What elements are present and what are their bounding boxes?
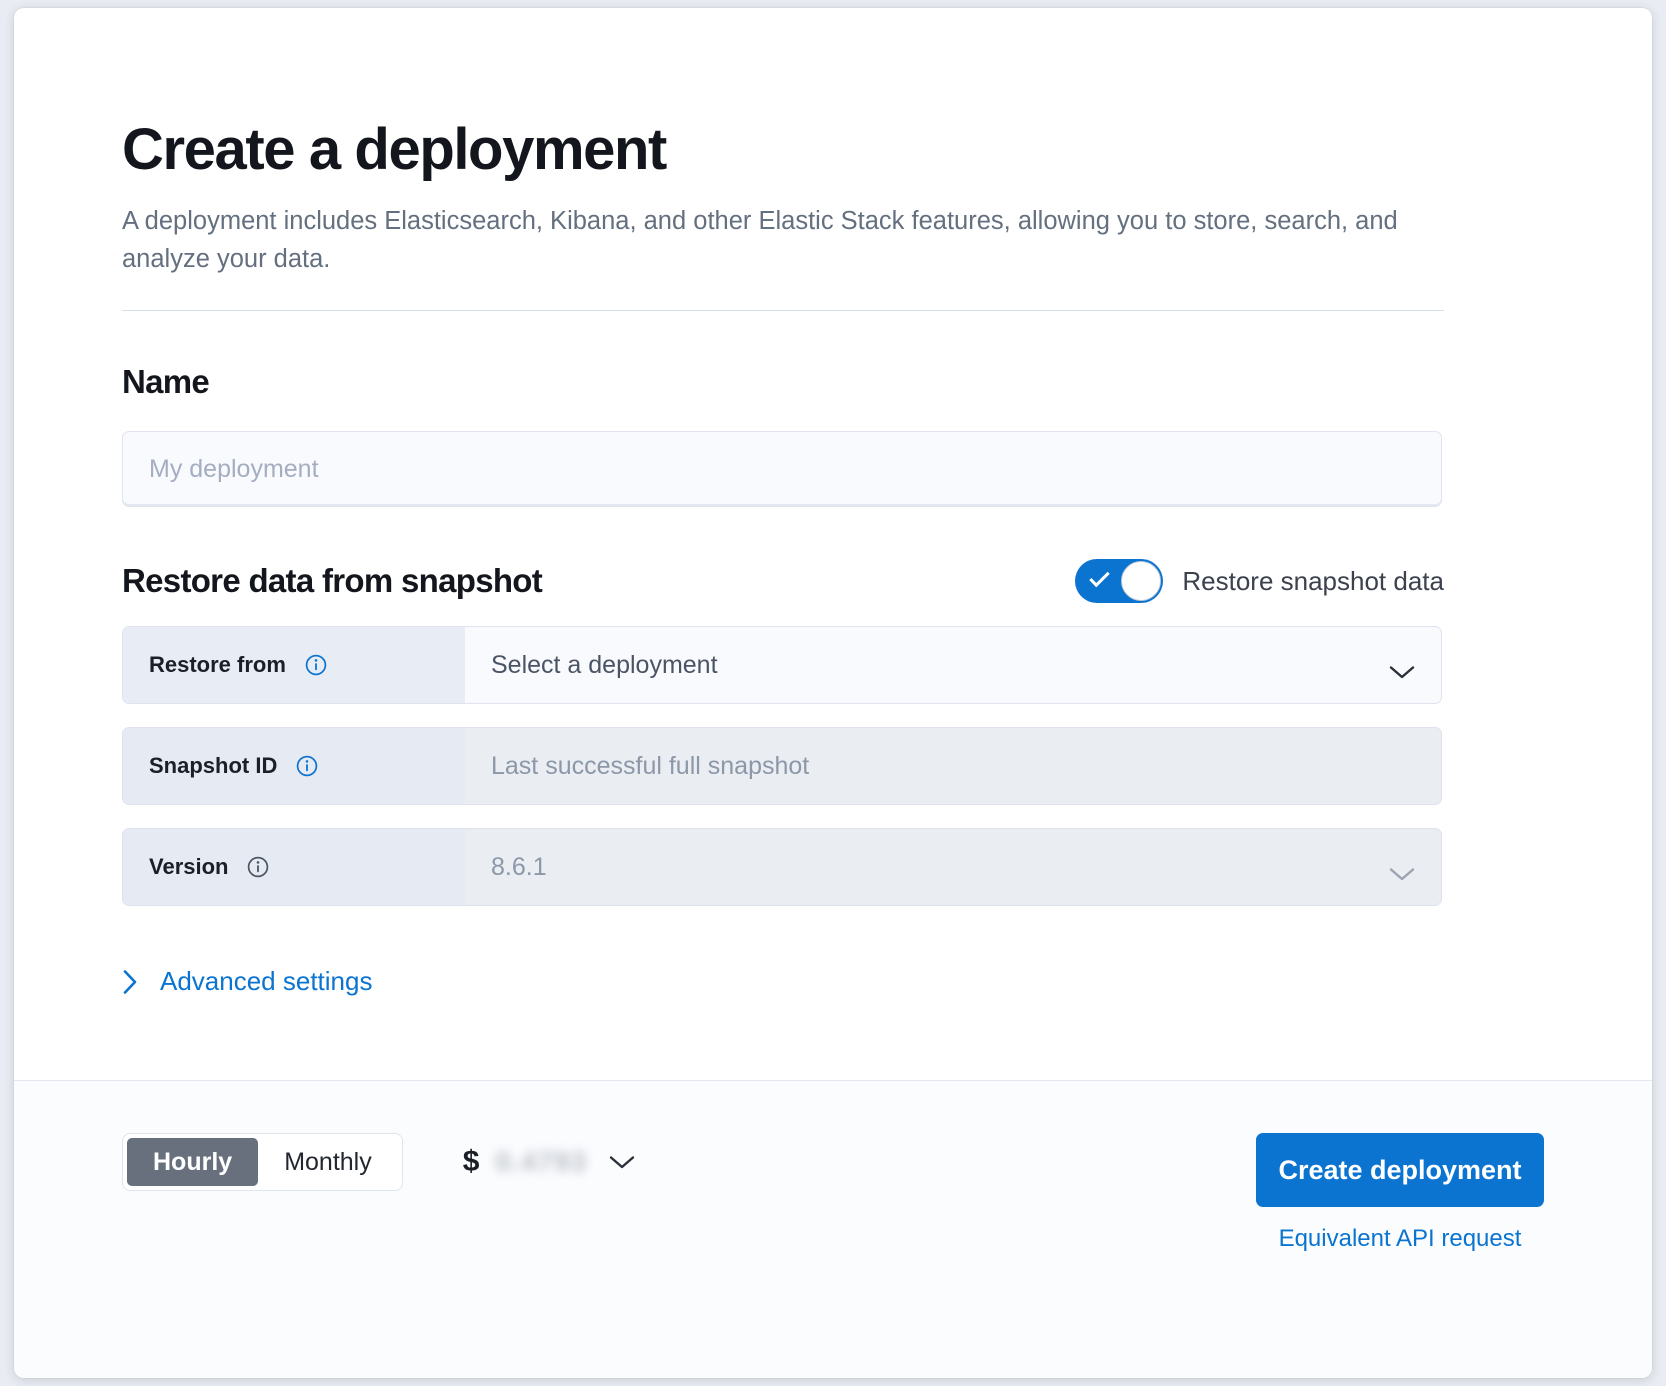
snapshot-section-header: Restore data from snapshot Restore snaps…	[122, 559, 1444, 604]
snapshot-id-row: Snapshot ID Last successful full snapsho…	[122, 727, 1442, 806]
create-deployment-button[interactable]: Create deployment	[1256, 1133, 1544, 1207]
header-divider	[122, 310, 1444, 312]
chevron-down-icon	[1389, 658, 1415, 679]
snapshot-id-value: Last successful full snapshot	[491, 751, 810, 780]
snapshot-id-label: Snapshot ID	[149, 753, 278, 779]
snapshot-section-heading: Restore data from snapshot	[122, 562, 543, 600]
chevron-down-icon	[1389, 860, 1415, 881]
restore-from-select[interactable]: Select a deployment	[465, 627, 1441, 703]
restore-from-value: Select a deployment	[491, 650, 718, 679]
card-body: Create a deployment A deployment include…	[14, 8, 1652, 1080]
card-footer: Hourly Monthly $ 0.4793 Create deploymen…	[14, 1080, 1652, 1378]
content-column: Create a deployment A deployment include…	[122, 8, 1452, 997]
restore-snapshot-toggle[interactable]	[1075, 559, 1164, 604]
chevron-right-icon	[122, 969, 138, 995]
price-currency: $	[462, 1145, 480, 1178]
version-value: 8.6.1	[491, 852, 547, 881]
restore-snapshot-toggle-label: Restore snapshot data	[1182, 565, 1444, 596]
deployment-name-placeholder: My deployment	[149, 454, 319, 483]
page-description: A deployment includes Elasticsearch, Kib…	[122, 206, 1398, 273]
name-section-heading: Name	[122, 363, 210, 401]
footer-inner: Hourly Monthly $ 0.4793 Create deploymen…	[122, 1133, 1544, 1253]
equivalent-api-request-link[interactable]: Equivalent API request	[1278, 1225, 1522, 1252]
version-label-cell: Version	[123, 829, 465, 906]
restore-from-row: Restore from Select a deployment	[122, 626, 1442, 705]
info-icon[interactable]	[247, 856, 269, 878]
advanced-settings-link[interactable]: Advanced settings	[122, 966, 372, 997]
restore-from-label-cell: Restore from	[123, 627, 465, 704]
billing-period-segmented-control: Hourly Monthly	[122, 1133, 403, 1191]
price-amount: 0.4793	[495, 1146, 588, 1177]
info-icon[interactable]	[296, 755, 318, 777]
page-title: Create a deployment	[122, 117, 667, 182]
restore-snapshot-toggle-group: Restore snapshot data	[1075, 559, 1444, 604]
advanced-settings-label: Advanced settings	[160, 966, 373, 997]
chevron-down-icon	[609, 1155, 635, 1170]
check-icon	[1089, 567, 1111, 588]
footer-actions: Create deployment Equivalent API request	[1256, 1133, 1544, 1253]
price-display[interactable]: $ 0.4793	[463, 1133, 635, 1191]
toggle-knob	[1121, 561, 1162, 602]
version-label: Version	[149, 854, 229, 880]
create-deployment-card: Create a deployment A deployment include…	[14, 8, 1652, 1378]
snapshot-id-label-cell: Snapshot ID	[123, 728, 465, 805]
version-select: 8.6.1	[465, 829, 1441, 905]
billing-option-hourly[interactable]: Hourly	[127, 1138, 259, 1186]
billing-option-monthly[interactable]: Monthly	[258, 1138, 398, 1186]
version-row: Version 8.6.1	[122, 828, 1442, 907]
restore-from-label: Restore from	[149, 652, 286, 678]
deployment-name-input[interactable]: My deployment	[122, 431, 1442, 508]
info-icon[interactable]	[305, 654, 327, 676]
snapshot-id-input: Last successful full snapshot	[465, 728, 1441, 804]
